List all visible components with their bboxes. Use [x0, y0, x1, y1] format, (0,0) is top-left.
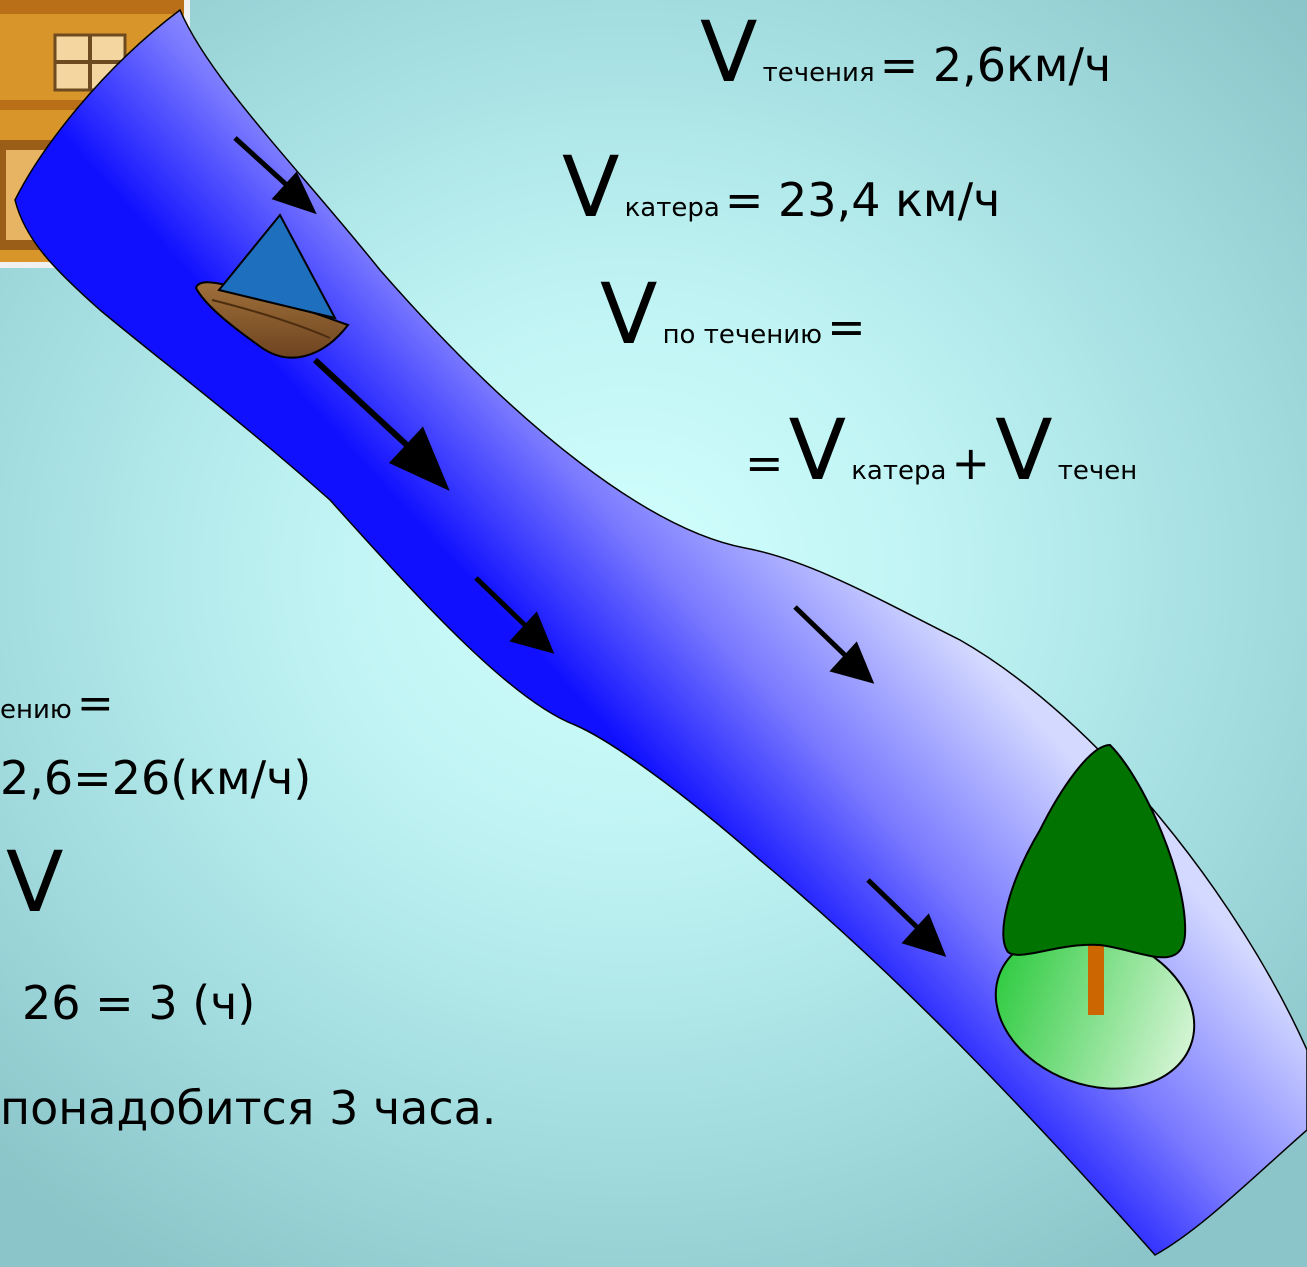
velocity-symbol: V: [788, 401, 847, 499]
subscript-boat: катера: [851, 456, 947, 486]
equals-sign: =: [745, 436, 784, 490]
formula-downstream: V по течению =: [600, 272, 866, 356]
plus-sign: +: [951, 436, 991, 490]
answer-line: понадобится 3 часа.: [0, 1081, 497, 1135]
velocity-symbol: V: [700, 3, 758, 101]
formula-current: V течения = 2,6км/ч: [700, 10, 1111, 94]
boat-value: = 23,4 км/ч: [724, 173, 1001, 227]
boat: [194, 213, 350, 359]
solution-line-2: 2,6=26(км/ч): [0, 751, 312, 805]
solution-line-4: 26 = 3 (ч): [22, 976, 256, 1030]
equals-sign: =: [827, 300, 866, 354]
tree: [1002, 743, 1187, 1015]
current-arrows: [233, 136, 947, 957]
subscript-current: течен: [1057, 456, 1138, 486]
equals-sign: =: [76, 678, 114, 729]
formula-sum: = V катера + V течен: [745, 408, 1137, 492]
boat-arrow: [312, 357, 450, 491]
solution-line-3: V: [6, 833, 64, 931]
solution-line-1: ению =: [0, 682, 114, 726]
current-value: = 2,6км/ч: [879, 38, 1112, 92]
velocity-symbol: V: [600, 265, 658, 363]
formula-boat: V катера = 23,4 км/ч: [562, 145, 1000, 229]
velocity-symbol: V: [995, 401, 1053, 499]
velocity-symbol: V: [562, 138, 620, 236]
subscript-downstream: по течению: [662, 320, 823, 350]
subscript-boat: катера: [624, 193, 720, 223]
subscript-current: течения: [762, 58, 875, 88]
subscript-fragment: ению: [0, 695, 72, 725]
